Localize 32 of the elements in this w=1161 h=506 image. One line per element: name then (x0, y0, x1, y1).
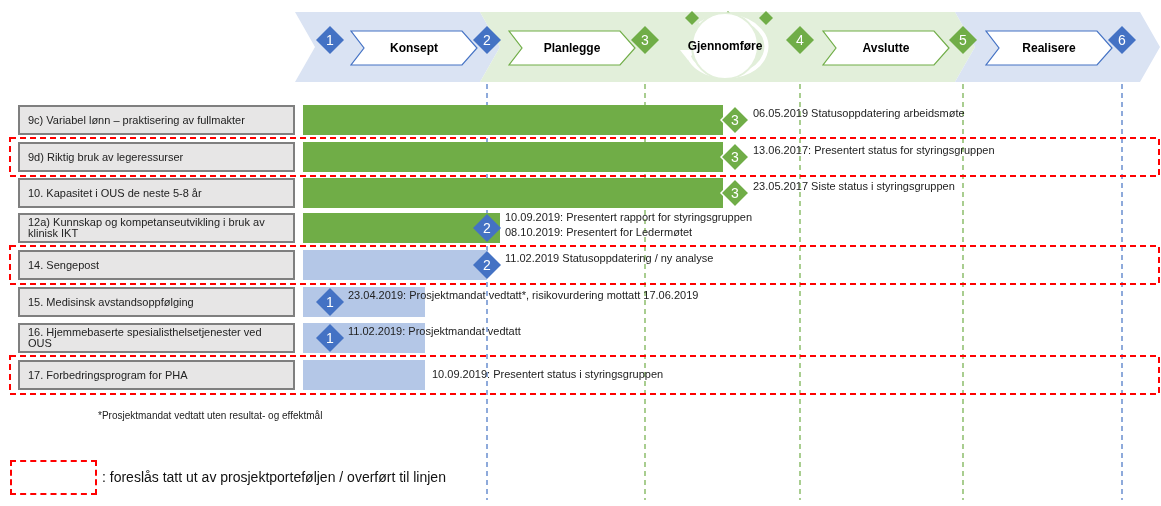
status-note: 23.05.2017 Siste status i styringsgruppen (753, 180, 955, 192)
task-label-box: 9d) Riktig bruk av legeressurser (18, 142, 295, 172)
milestone-diamond: 3 (720, 178, 750, 208)
milestone-diamond: 1 (315, 25, 345, 55)
milestone-diamond: 6 (1107, 25, 1137, 55)
status-note: 10.09.2019: Presentert status i styringsgruppen (432, 368, 664, 380)
milestone-diamond: 1 (315, 287, 345, 317)
status-note: 23.04.2019: Prosjektmandat vedtatt*, risikovurdering mottatt 17.06.2019 (348, 289, 699, 301)
milestone-diamond: 5 (948, 25, 978, 55)
milestone-diamond: 3 (630, 25, 660, 55)
milestone-diamond: 2 (472, 213, 502, 243)
task-label-box: 17. Forbedringsprogram for PHA (18, 360, 295, 390)
task-label-box: 9c) Variabel lønn – praktisering av fullmakter (18, 105, 295, 135)
legend-text: : foreslås tatt ut av prosjektporteføljen / overført til linjen (102, 469, 446, 485)
status-note: 10.09.2019: Presentert rapport for styringsgruppen (505, 211, 753, 223)
milestone-diamond: 4 (785, 25, 815, 55)
milestone-diamond: 2 (472, 25, 502, 55)
status-note: 13.06.2017: Presentert status for styringsgruppen (753, 144, 995, 156)
milestone-diamond: 2 (472, 250, 502, 280)
task-label-box: 14. Sengepost (18, 250, 295, 280)
status-note: 08.10.2019: Presentert for Ledermøtet (505, 226, 693, 238)
status-note: 06.05.2019 Statusoppdatering arbeidsmøte (753, 107, 965, 119)
task-label-box: 16. Hjemmebaserte spesialisthelsetjenester ved OUS (18, 323, 295, 353)
task-label-box: 12a) Kunnskap og kompetanseutvikling i bruk av klinisk IKT (18, 213, 295, 243)
milestone-diamond: 1 (315, 323, 345, 353)
milestone-diamond: 3 (720, 105, 750, 135)
footnote: *Prosjektmandat vedtatt uten resultat- og effektmål (98, 410, 323, 421)
task-label-box: 10. Kapasitet i OUS de neste 5-8 år (18, 178, 295, 208)
status-note: 11.02.2019: Prosjektmandat vedtatt (348, 325, 521, 337)
task-label-box: 15. Medisinsk avstandsoppfølging (18, 287, 295, 317)
milestone-diamond: 3 (720, 142, 750, 172)
status-note: 11.02.2019 Statusoppdatering / ny analyse (505, 252, 714, 264)
